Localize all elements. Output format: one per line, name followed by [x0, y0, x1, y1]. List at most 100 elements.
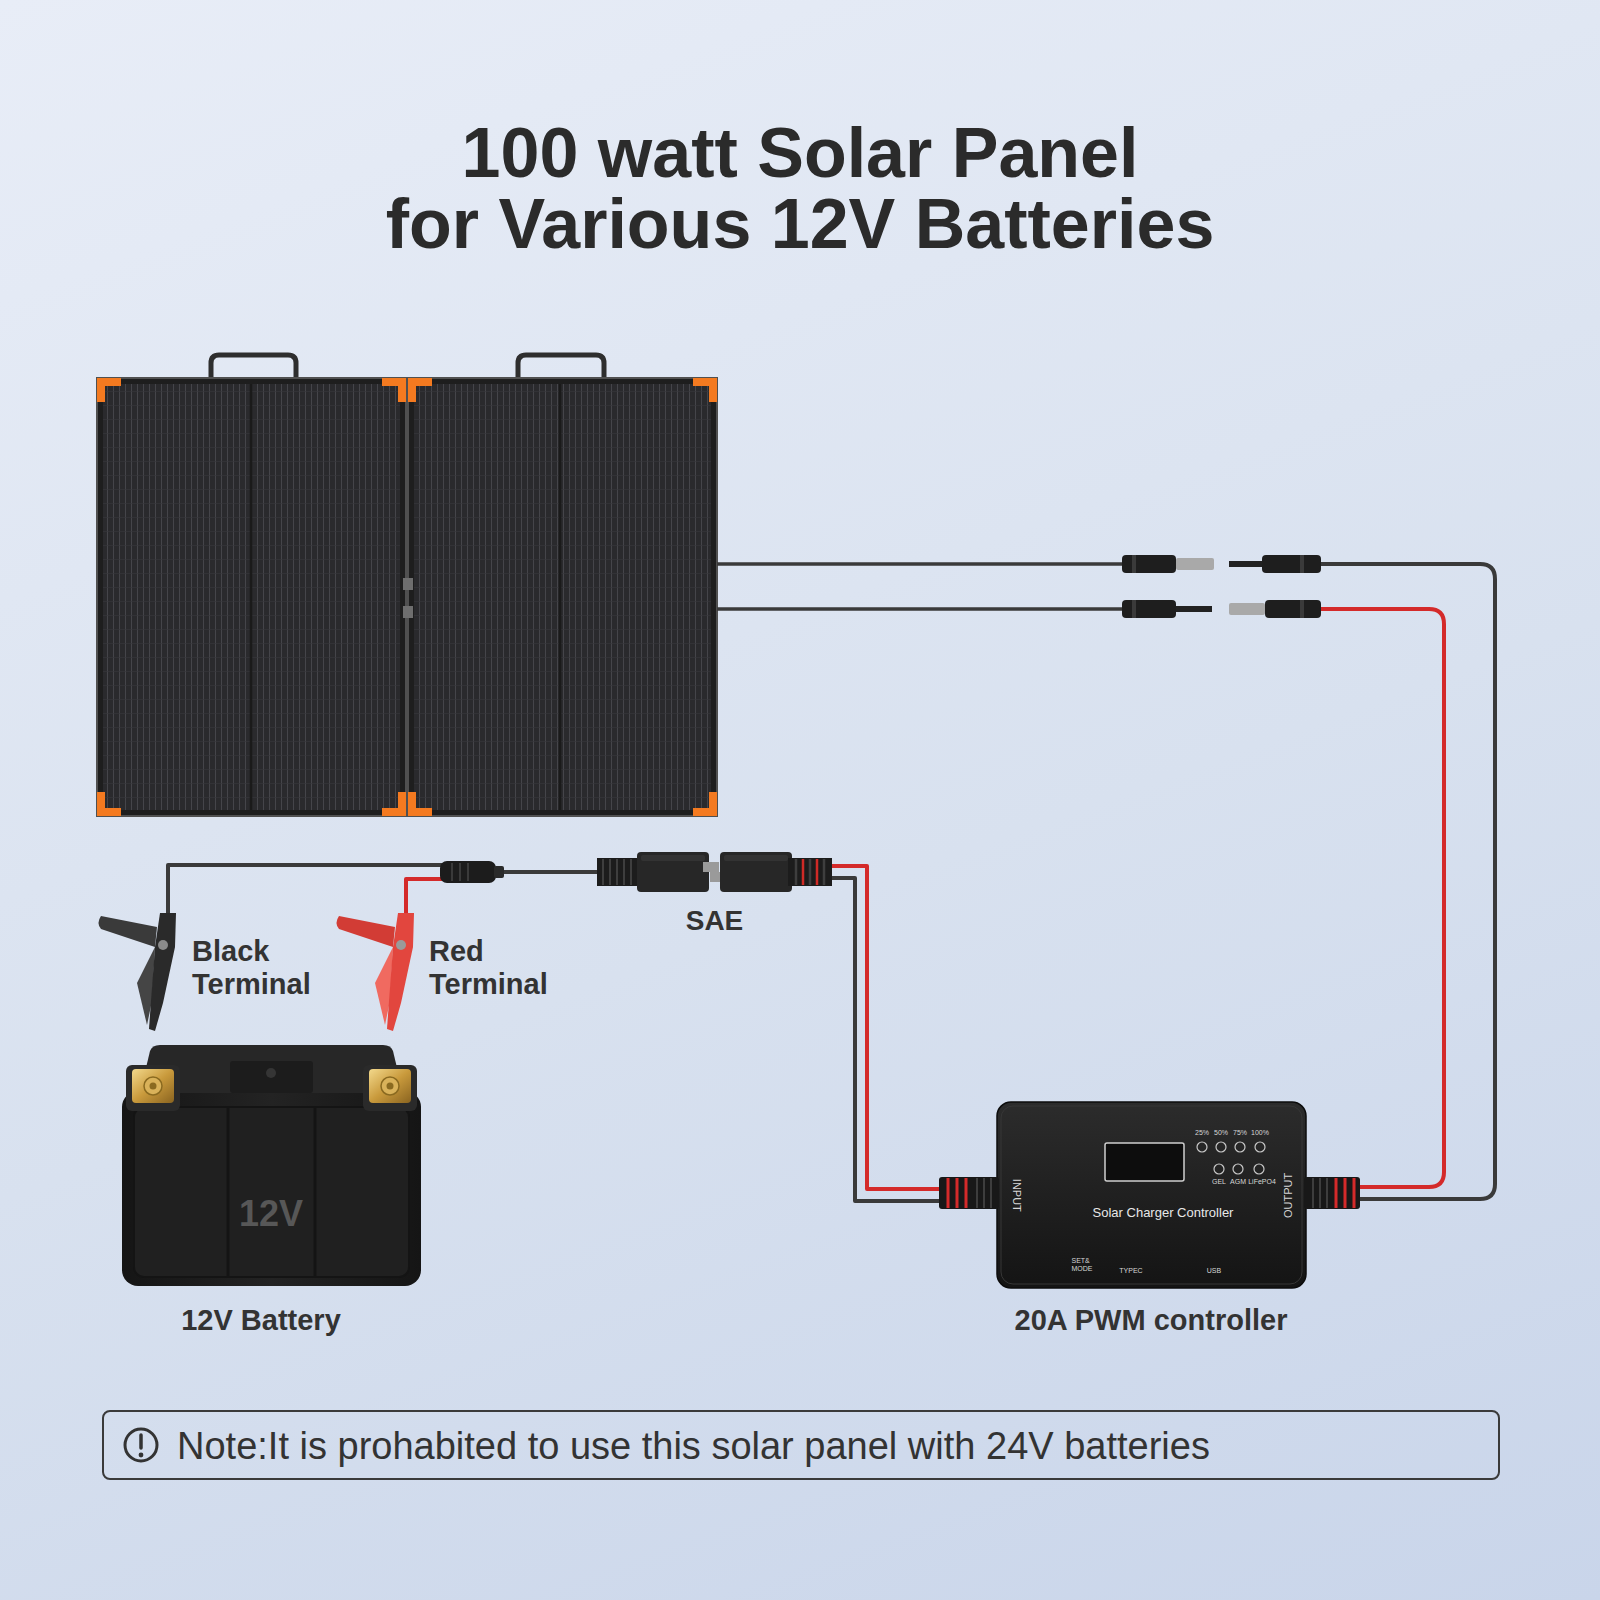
node-label: LiFePO4	[1248, 1178, 1276, 1186]
node-label: SAE	[686, 905, 744, 937]
sae-plug	[788, 858, 832, 886]
charge-controller: 25%50%75%100%GELAGMLiFePO4INPUTSolar Cha…	[997, 1102, 1306, 1288]
battery-drawing	[314, 1107, 317, 1277]
diagram-title: 100 watt Solar Panel for Various 12V Bat…	[200, 118, 1400, 261]
strain-relief	[1344, 1178, 1347, 1208]
node-label: Black Terminal	[192, 935, 311, 1002]
sae-plug	[796, 859, 824, 885]
status-led	[1255, 1142, 1265, 1152]
node-label: 12V Battery	[181, 1304, 341, 1337]
mc4-connector	[1176, 558, 1214, 570]
strain-relief	[1336, 1178, 1354, 1208]
node-label: SET& MODE	[1072, 1257, 1093, 1273]
sae-plug	[597, 852, 832, 892]
strain-relief	[977, 1178, 991, 1208]
sae-plug	[710, 872, 726, 882]
warning-icon	[125, 1429, 157, 1461]
mc4-connector	[1265, 600, 1321, 618]
cable	[832, 866, 997, 1201]
fuse-holder	[440, 861, 496, 883]
node-label: 100%	[1251, 1129, 1269, 1137]
alligator-clip	[137, 947, 155, 1025]
battery-drawing	[126, 1065, 180, 1111]
strain-relief	[939, 1177, 1360, 1209]
battery-box: 12V12V Battery	[120, 1043, 423, 1288]
battery-drawing	[266, 1068, 276, 1078]
strain-relief	[976, 1178, 978, 1208]
wire	[832, 878, 997, 1201]
status-led	[1197, 1142, 1265, 1174]
status-led	[1235, 1142, 1245, 1152]
strain-relief	[956, 1178, 959, 1208]
battery-drawing	[122, 1091, 421, 1286]
strain-relief	[939, 1177, 999, 1209]
sae-plug	[616, 859, 618, 885]
alligator-clip: Black Terminal	[97, 913, 183, 1031]
battery-drawing	[134, 1107, 409, 1277]
strain-relief	[990, 1178, 992, 1208]
sae-plug	[630, 859, 632, 885]
node-label: Solar Charger Controller	[1093, 1206, 1234, 1221]
strain-relief	[965, 1178, 968, 1208]
solar-panel	[103, 384, 400, 810]
alligator-clip	[99, 916, 158, 947]
solar-panel	[97, 378, 406, 816]
sae-plug	[602, 859, 604, 885]
panel-wire	[1321, 564, 1495, 1199]
status-led	[1254, 1164, 1264, 1174]
sae-plug	[597, 858, 641, 886]
panel-wire	[717, 562, 1122, 566]
sae-plug	[795, 859, 798, 885]
sae-plug	[802, 859, 805, 885]
node-label: INPUT	[1010, 1178, 1023, 1211]
fuse-holder	[459, 863, 461, 881]
panel-wire	[1321, 609, 1444, 1187]
alligator-clip	[375, 947, 393, 1025]
mc4-connector	[1132, 555, 1136, 573]
battery-drawing	[369, 1069, 411, 1103]
wire	[832, 866, 997, 1189]
battery-drawing	[381, 1077, 399, 1095]
warning-icon	[125, 1429, 157, 1461]
node-label: AGM	[1230, 1178, 1246, 1186]
node-label: 75%	[1233, 1129, 1247, 1137]
mc4-connector	[1132, 600, 1136, 618]
sae-plug	[641, 855, 705, 861]
mc4-connector	[1122, 600, 1176, 618]
strain-relief	[983, 1178, 985, 1208]
solar-panel	[414, 384, 711, 810]
strain-relief	[947, 1178, 950, 1208]
mc4-connector	[1229, 603, 1265, 615]
node-label: 20A PWM controller	[1015, 1304, 1288, 1337]
solar-panel	[403, 578, 413, 590]
status-led	[1216, 1142, 1226, 1152]
sae-plug	[623, 859, 625, 885]
alligator-clip	[387, 913, 414, 1031]
controller-housing	[1105, 1143, 1184, 1181]
alligator-clip	[158, 940, 168, 950]
sae-plug	[609, 859, 611, 885]
strain-relief	[1326, 1178, 1328, 1208]
strain-relief	[948, 1178, 966, 1208]
alligator-clip	[396, 940, 406, 950]
sae-plug	[809, 859, 812, 885]
battery-drawing	[230, 1061, 313, 1093]
node-label: 50%	[1214, 1129, 1228, 1137]
panel-wire	[717, 607, 1122, 611]
panel-wire	[717, 564, 1495, 1199]
solar-panel	[403, 606, 413, 618]
alligator-clip	[149, 913, 176, 1031]
solar-panel	[250, 384, 253, 810]
node-label: 25%	[1195, 1129, 1209, 1137]
sae-plug	[603, 859, 631, 885]
warning-icon	[139, 1453, 144, 1458]
wire	[406, 872, 597, 913]
cable	[168, 865, 597, 913]
sae-plug	[724, 855, 788, 861]
node-label: OUTPUT	[1283, 1172, 1296, 1217]
wire	[168, 865, 597, 913]
fuse-holder	[451, 863, 453, 881]
battery-drawing	[140, 1045, 403, 1093]
strain-relief	[1319, 1178, 1321, 1208]
